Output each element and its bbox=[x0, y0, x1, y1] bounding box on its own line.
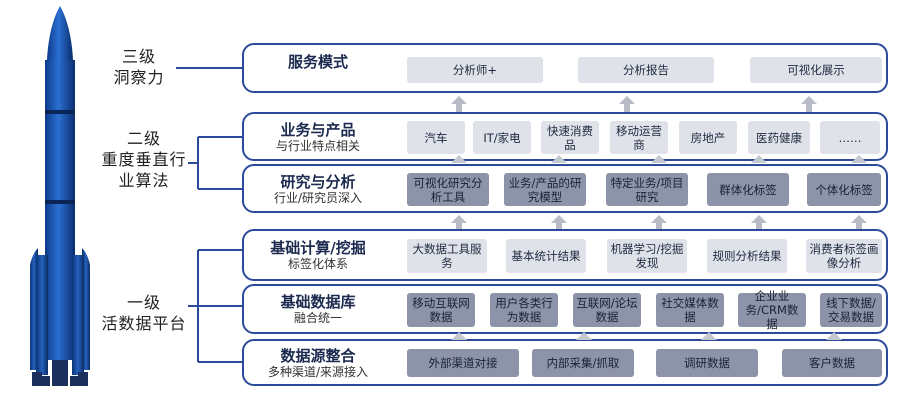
layer-business: 业务与产品 与行业特点相关 汽车 IT/家电 快速消费品 移动运营商 房地产 医… bbox=[242, 112, 888, 161]
business-chip-mobile: 移动运营商 bbox=[610, 121, 668, 154]
research-chip-individual-tag: 个体化标签 bbox=[807, 173, 881, 206]
database-chip-mobile-internet: 移动互联网数据 bbox=[407, 293, 475, 327]
arrow-up-icon bbox=[801, 96, 817, 104]
arrow-up-icon bbox=[551, 215, 567, 223]
business-chip-auto: 汽车 bbox=[407, 121, 465, 154]
level1-line2: 活数据平台 bbox=[101, 314, 187, 333]
compute-chip-consumer: 消费者标签画像分析 bbox=[806, 239, 882, 273]
service-chip-analyst: 分析师+ bbox=[407, 57, 543, 83]
layer-compute-subtitle: 标签化体系 bbox=[287, 257, 348, 271]
arrow-up-icon bbox=[651, 215, 667, 223]
business-chip-more: …… bbox=[820, 121, 880, 154]
layer-database-title-block: 基础数据库 融合统一 bbox=[258, 293, 378, 326]
layer-business-title-block: 业务与产品 与行业特点相关 bbox=[258, 121, 378, 154]
layer-database-subtitle: 融合统一 bbox=[293, 311, 342, 325]
layer-research-title: 研究与分析 bbox=[280, 173, 356, 191]
arrow-stem bbox=[806, 104, 812, 112]
arrow-stem bbox=[624, 104, 630, 112]
compute-chip-rules: 规则分析结果 bbox=[707, 239, 787, 273]
level1-label: 一级 活数据平台 bbox=[100, 292, 188, 334]
service-chip-report: 分析报告 bbox=[578, 57, 714, 83]
compute-chip-ml: 机器学习/挖掘发现 bbox=[607, 239, 687, 273]
layer-source-title: 数据源整合 bbox=[280, 347, 356, 365]
layer-database: 基础数据库 融合统一 移动互联网数据 用户各类行为数据 互联网/论坛数据 社交媒… bbox=[242, 284, 888, 334]
layer-service: 服务模式 分析师+ 分析报告 可视化展示 bbox=[242, 43, 888, 93]
rocket-illustration bbox=[30, 6, 90, 386]
level3-line1: 三级 bbox=[121, 47, 156, 66]
database-chip-offline: 线下数据/交易数据 bbox=[820, 293, 882, 327]
level3-line2: 洞察力 bbox=[113, 68, 165, 87]
arrow-stem bbox=[456, 104, 462, 112]
layer-database-title: 基础数据库 bbox=[280, 293, 356, 311]
arrow-up-icon bbox=[851, 215, 867, 223]
level2-label: 二级 重度垂直行 业算法 bbox=[100, 128, 188, 191]
layer-service-title-block: 服务模式 bbox=[258, 53, 378, 71]
level1-line1: 一级 bbox=[126, 293, 161, 312]
business-chip-fmcg: 快速消费品 bbox=[541, 121, 599, 154]
research-chip-model: 业务/产品的研究模型 bbox=[504, 173, 586, 206]
source-chip-client: 客户数据 bbox=[782, 349, 882, 377]
database-chip-user-behavior: 用户各类行为数据 bbox=[490, 293, 558, 327]
layer-compute-title-block: 基础计算/挖掘 标签化体系 bbox=[258, 239, 378, 272]
layer-service-title: 服务模式 bbox=[287, 53, 348, 71]
database-chip-forum: 互联网/论坛数据 bbox=[573, 293, 641, 327]
source-chip-internal: 内部采集/抓取 bbox=[532, 349, 634, 377]
arrow-up-icon bbox=[619, 96, 635, 104]
bracket-connectors bbox=[176, 67, 242, 363]
research-chip-tools: 可视化研究分析工具 bbox=[407, 173, 489, 206]
layer-compute: 基础计算/挖掘 标签化体系 大数据工具服务 基本统计结果 机器学习/挖掘发现 规… bbox=[242, 229, 888, 281]
compute-chip-stats: 基本统计结果 bbox=[506, 239, 586, 273]
source-chip-external: 外部渠道对接 bbox=[407, 349, 519, 377]
layer-source-subtitle: 多种渠道/来源接入 bbox=[267, 365, 369, 379]
research-chip-group-tag: 群体化标签 bbox=[707, 173, 789, 206]
layer-source: 数据源整合 多种渠道/来源接入 外部渠道对接 内部采集/抓取 调研数据 客户数据 bbox=[242, 339, 888, 386]
level2-line3: 业算法 bbox=[118, 171, 170, 190]
layer-business-subtitle: 与行业特点相关 bbox=[275, 139, 360, 153]
layer-research-subtitle: 行业/研究员深入 bbox=[273, 191, 363, 205]
layer-source-title-block: 数据源整合 多种渠道/来源接入 bbox=[258, 347, 378, 380]
level2-line1: 二级 bbox=[126, 129, 161, 148]
level2-line2: 重度垂直行 bbox=[101, 150, 187, 169]
compute-chip-bigdata: 大数据工具服务 bbox=[407, 239, 487, 273]
layer-research: 研究与分析 行业/研究员深入 可视化研究分析工具 业务/产品的研究模型 特定业务… bbox=[242, 164, 888, 213]
research-chip-project: 特定业务/项目研究 bbox=[606, 173, 688, 206]
service-chip-visualization: 可视化展示 bbox=[750, 57, 882, 83]
business-chip-it: IT/家电 bbox=[473, 121, 531, 154]
arrow-up-icon bbox=[451, 96, 467, 104]
layer-business-title: 业务与产品 bbox=[280, 121, 356, 139]
source-chip-survey: 调研数据 bbox=[656, 349, 758, 377]
layer-compute-title: 基础计算/挖掘 bbox=[270, 239, 366, 257]
business-chip-realestate: 房地产 bbox=[679, 121, 737, 154]
arrow-up-icon bbox=[451, 215, 467, 223]
layer-research-title-block: 研究与分析 行业/研究员深入 bbox=[258, 173, 378, 206]
database-chip-crm: 企业业务/CRM数据 bbox=[738, 289, 806, 331]
level3-label: 三级 洞察力 bbox=[104, 46, 174, 88]
arrow-up-icon bbox=[751, 215, 767, 223]
business-chip-health: 医药健康 bbox=[748, 121, 810, 154]
database-chip-social: 社交媒体数据 bbox=[656, 293, 724, 327]
